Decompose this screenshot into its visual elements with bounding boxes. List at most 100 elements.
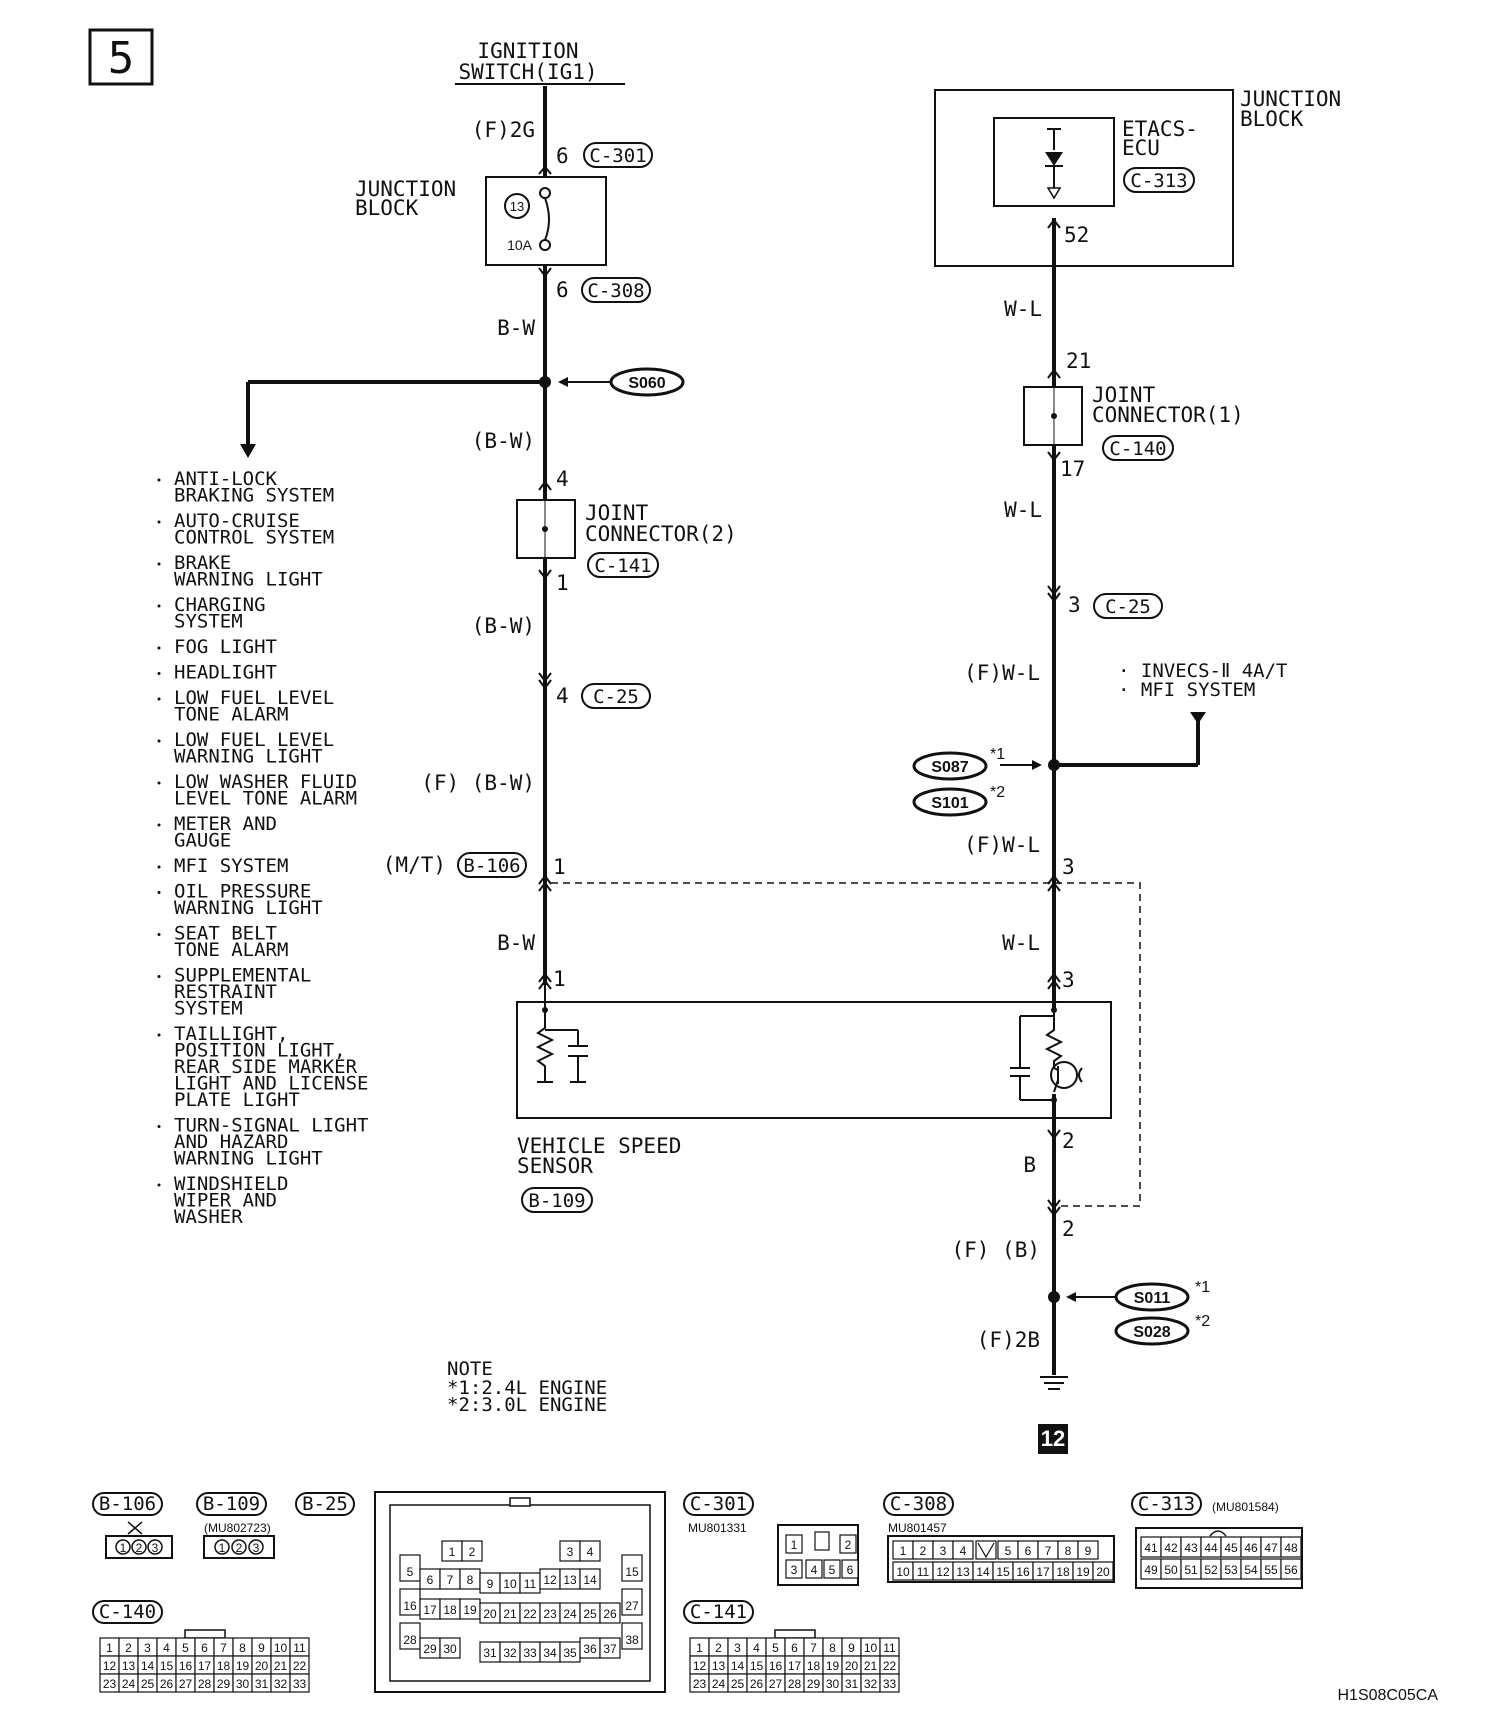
sensor-resistor-icon bbox=[535, 1010, 555, 1082]
connector-oval bbox=[583, 142, 653, 168]
pin-number: 14 bbox=[731, 1659, 745, 1673]
pin-number: 3 bbox=[567, 1545, 574, 1559]
pin-number: 19 bbox=[463, 1603, 477, 1617]
pin-number: 16 bbox=[403, 1599, 417, 1613]
pin-number: 9 bbox=[848, 1641, 855, 1655]
pin-cell bbox=[131, 1539, 147, 1555]
pin-number: 25 bbox=[731, 1677, 745, 1691]
fuse-amperage: 10A bbox=[507, 237, 533, 253]
fuse-number: 13 bbox=[510, 199, 524, 214]
pin-number: 26 bbox=[603, 1607, 617, 1621]
pin-number: 33 bbox=[883, 1677, 897, 1691]
system-item-label: LOW FUEL LEVEL bbox=[174, 687, 334, 709]
pin-number: 41 bbox=[1144, 1541, 1158, 1555]
pin-number: 4 bbox=[753, 1641, 760, 1655]
pin-number: 6 bbox=[791, 1641, 798, 1655]
connector-oval bbox=[683, 1600, 754, 1624]
bullet bbox=[157, 697, 161, 701]
connector-oval bbox=[581, 683, 651, 709]
wire-label: (F)W-L bbox=[964, 661, 1040, 685]
sensor-label-1: VEHICLE SPEED bbox=[517, 1134, 681, 1158]
system-item-label: SEAT BELT bbox=[174, 923, 277, 945]
pin-label: 3 bbox=[1068, 593, 1081, 617]
system-item-label: AND HAZARD bbox=[174, 1131, 288, 1153]
system-item-label: TURN-SIGNAL LIGHT bbox=[174, 1115, 368, 1137]
pin-number: 1 bbox=[900, 1544, 907, 1558]
system-item-label: BRAKE bbox=[174, 552, 231, 574]
wire-label: (F)W-L bbox=[964, 833, 1040, 857]
pin-number: 16 bbox=[1016, 1565, 1030, 1579]
pin-number: 56 bbox=[1284, 1563, 1298, 1577]
pin-cell bbox=[399, 1622, 421, 1650]
pin-number: 20 bbox=[1096, 1565, 1110, 1579]
pin-number: 25 bbox=[583, 1607, 597, 1621]
pin-number: 20 bbox=[845, 1659, 859, 1673]
pin-number: 13 bbox=[956, 1565, 970, 1579]
connector-label-c25-right: C-25 bbox=[1105, 596, 1151, 618]
pin-cell bbox=[1280, 1558, 1302, 1580]
wire-label: (B-W) bbox=[472, 614, 535, 638]
bullet bbox=[157, 646, 161, 650]
pin-cell bbox=[115, 1539, 131, 1555]
ground-number-box bbox=[1038, 1424, 1068, 1454]
pin-number: 17 bbox=[198, 1659, 212, 1673]
system-item-label: PLATE LIGHT bbox=[174, 1089, 300, 1111]
pin-number: 15 bbox=[160, 1659, 174, 1673]
system-item-label: WIPER AND bbox=[174, 1190, 277, 1212]
pin-number: 43 bbox=[1184, 1541, 1198, 1555]
pin-number: 11 bbox=[917, 1565, 930, 1579]
connector-label-c140: C-140 bbox=[1109, 438, 1166, 460]
pin-number: 4 bbox=[163, 1641, 170, 1655]
connector-c141-label: C-141 bbox=[683, 1600, 754, 1624]
pin-number: 23 bbox=[543, 1607, 557, 1621]
junction-block-label-2: BLOCK bbox=[355, 196, 419, 220]
fuse-terminal-bottom bbox=[539, 239, 551, 251]
pin-number: 1 bbox=[120, 1541, 127, 1555]
system-item-label: OIL PRESSURE bbox=[174, 881, 311, 903]
pin-label: 3 bbox=[1062, 855, 1075, 879]
connector-oval bbox=[92, 1600, 163, 1624]
pin-number: 10 bbox=[274, 1641, 288, 1655]
pin-cell bbox=[439, 1637, 461, 1659]
pin-cell bbox=[805, 1559, 823, 1579]
pin-number: 50 bbox=[1164, 1563, 1178, 1577]
pin-number: 1 bbox=[696, 1641, 703, 1655]
wire-label: (F) (B-W) bbox=[421, 771, 535, 795]
diagram-code: H1S08C05CA bbox=[1338, 1687, 1439, 1704]
connector-label-b109: B-109 bbox=[528, 1190, 585, 1212]
joint-connector-1-label-1: JOINT bbox=[1092, 383, 1156, 407]
note-block: NOTE *1:2.4L ENGINE *2:3.0L ENGINE bbox=[447, 1358, 607, 1416]
system-item-label: HEADLIGHT bbox=[174, 662, 277, 684]
pin-number: 29 bbox=[423, 1642, 437, 1656]
system-item-label: WARNING LIGHT bbox=[174, 1148, 323, 1170]
pin-number: 32 bbox=[274, 1677, 288, 1691]
system-item-label: MFI SYSTEM bbox=[174, 855, 288, 877]
system-item-label: REAR SIDE MARKER bbox=[174, 1056, 358, 1078]
wire-label: B bbox=[1023, 1153, 1036, 1177]
system-item-label: SUPPLEMENTAL bbox=[174, 965, 311, 987]
pin-number: 22 bbox=[883, 1659, 897, 1673]
pin-number: 35 bbox=[563, 1646, 577, 1660]
pin-number: 10 bbox=[864, 1641, 878, 1655]
pin-number: 22 bbox=[293, 1659, 307, 1673]
pin-number: 24 bbox=[712, 1677, 726, 1691]
connector-label-b106: B-106 bbox=[463, 855, 520, 877]
connector-c140-label: C-140 bbox=[92, 1600, 163, 1624]
part-number: MU801331 bbox=[688, 1521, 747, 1535]
bullet bbox=[157, 520, 161, 524]
splice-oval bbox=[912, 787, 988, 817]
pin-number: 2 bbox=[236, 1541, 243, 1555]
pin-cell bbox=[289, 1673, 310, 1693]
fuse-element bbox=[544, 197, 550, 241]
pin-cell bbox=[231, 1539, 247, 1555]
pin-number: 15 bbox=[996, 1565, 1010, 1579]
pin-cell bbox=[599, 1637, 621, 1659]
